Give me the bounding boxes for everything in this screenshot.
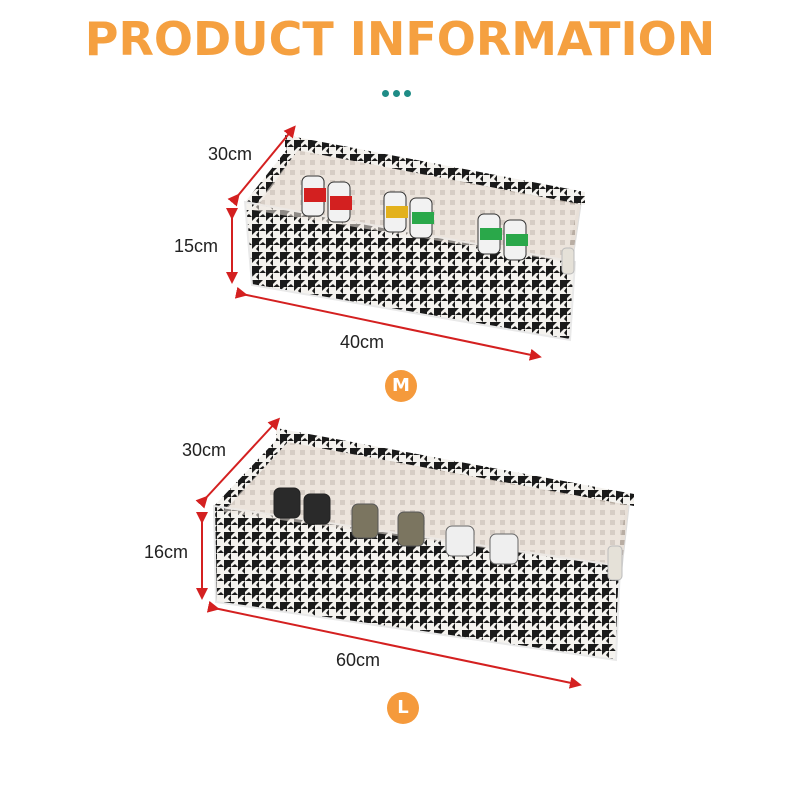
box-l-length-label: 60cm	[336, 650, 381, 670]
box-m-dimensions	[226, 125, 542, 361]
shoes-m	[301, 175, 528, 261]
shoes-l	[273, 487, 519, 565]
box-m-length-label: 40cm	[340, 332, 385, 352]
box-m-height-label: 15cm	[174, 236, 219, 256]
box-l-height-label: 16cm	[144, 542, 189, 562]
box-l-illustration	[212, 428, 634, 662]
size-l-badge: L	[387, 692, 419, 724]
size-m-badge: M	[385, 370, 417, 402]
box-l-dimensions	[195, 417, 582, 689]
box-m-depth-label: 30cm	[208, 144, 253, 164]
divider-dots	[382, 84, 422, 97]
page-title: PRODUCT INFORMATION	[84, 12, 716, 66]
box-m-illustration	[243, 135, 585, 342]
box-l-depth-label: 30cm	[182, 440, 227, 460]
